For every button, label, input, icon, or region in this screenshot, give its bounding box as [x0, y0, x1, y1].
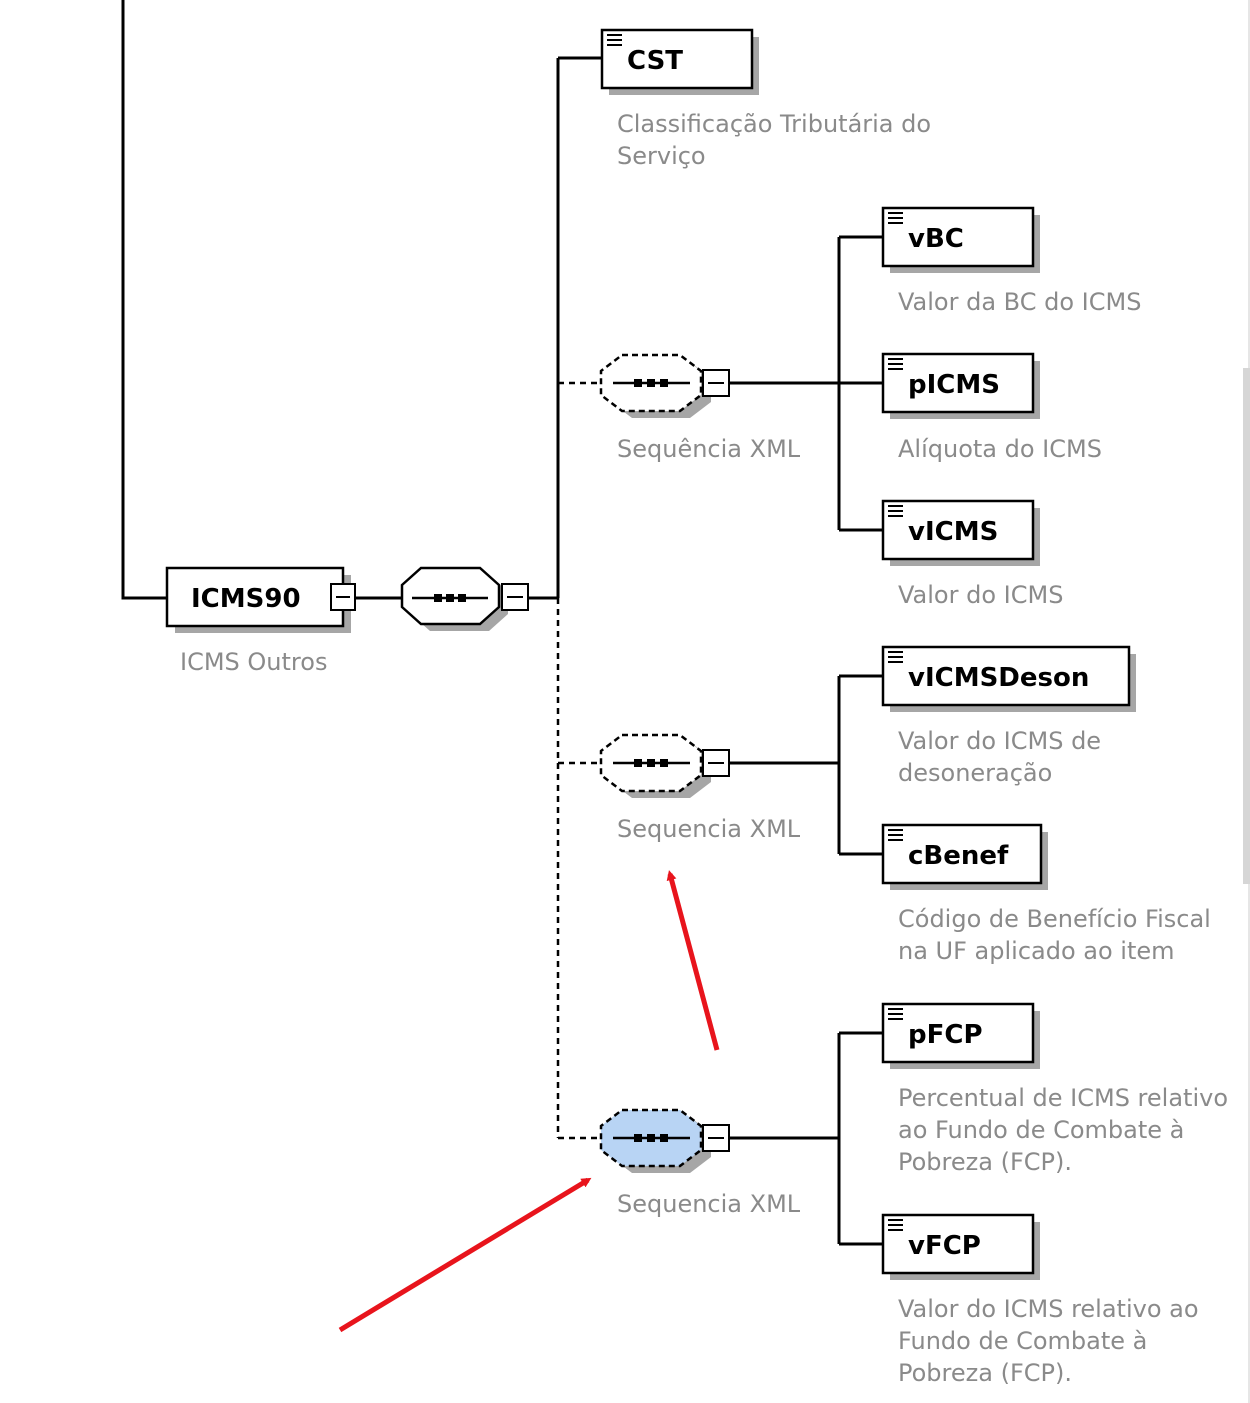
element-doc-icon [888, 829, 903, 841]
element-doc-icon [607, 34, 622, 46]
element-picms-desc: Alíquota do ICMS [898, 435, 1102, 463]
element-doc-icon [888, 212, 903, 224]
element-picms-label: pICMS [908, 370, 1000, 400]
sequence-compositor-3-selected[interactable] [599, 1108, 711, 1173]
element-vicms[interactable]: vICMS [881, 499, 1040, 566]
collapse-toggle-sequence-3[interactable] [702, 1124, 730, 1152]
sequence-3-label: Sequencia XML [617, 1190, 801, 1218]
element-vicmsdeson-label: vICMSDeson [908, 663, 1089, 693]
element-doc-icon [888, 651, 903, 663]
collapse-toggle-sequence-1[interactable] [702, 369, 730, 397]
element-cbenef[interactable]: cBenef [881, 823, 1048, 890]
element-doc-icon [888, 1008, 903, 1020]
element-vicmsdeson[interactable]: vICMSDeson [881, 645, 1136, 712]
collapse-toggle-icms90[interactable] [330, 583, 356, 611]
element-vfcp-desc-1: Valor do ICMS relativo ao [898, 1295, 1199, 1323]
element-pfcp-desc-1: Percentual de ICMS relativo [898, 1084, 1228, 1112]
element-icms90-label: ICMS90 [191, 584, 301, 614]
element-cst-label: CST [627, 46, 683, 76]
element-vicms-desc: Valor do ICMS [898, 581, 1063, 609]
element-cbenef-label: cBenef [908, 841, 1009, 871]
element-cbenef-desc-1: Código de Benefício Fiscal [898, 905, 1211, 933]
element-vbc[interactable]: vBC [881, 206, 1040, 273]
element-vfcp[interactable]: vFCP [881, 1213, 1040, 1280]
element-vicms-label: vICMS [908, 517, 998, 547]
element-vfcp-desc-3: Pobreza (FCP). [898, 1359, 1072, 1387]
element-picms[interactable]: pICMS [881, 352, 1040, 419]
element-vbc-desc: Valor da BC do ICMS [898, 288, 1141, 316]
element-vicmsdeson-desc-1: Valor do ICMS de [898, 727, 1101, 755]
element-pfcp-desc-2: ao Fundo de Combate à [898, 1116, 1184, 1144]
element-doc-icon [888, 505, 903, 517]
element-pfcp-label: pFCP [908, 1020, 983, 1050]
vertical-scrollbar[interactable] [1243, 368, 1250, 884]
element-vfcp-label: vFCP [908, 1231, 981, 1261]
element-cst[interactable]: CST [600, 28, 759, 95]
element-cbenef-desc-2: na UF aplicado ao item [898, 937, 1175, 965]
sequence-compositor-1[interactable] [599, 353, 711, 418]
collapse-toggle-root-sequence[interactable] [501, 583, 529, 611]
collapse-toggle-sequence-2[interactable] [702, 749, 730, 777]
element-cst-desc-1: Classificação Tributária do [617, 110, 931, 138]
parent-connector [121, 0, 167, 600]
annotation-arrow-upper [666, 870, 720, 1051]
element-icms90-desc: ICMS Outros [180, 648, 327, 676]
element-vbc-label: vBC [908, 224, 964, 254]
annotation-arrow-lower [338, 1177, 592, 1333]
element-doc-icon [888, 358, 903, 370]
sequence-2-label: Sequencia XML [617, 815, 801, 843]
sequence-compositor-root[interactable] [400, 566, 508, 631]
element-cst-desc-2: Serviço [617, 142, 706, 170]
element-vicmsdeson-desc-2: desoneração [898, 759, 1052, 787]
sequence-compositor-2[interactable] [599, 733, 711, 798]
element-icms90[interactable]: ICMS90 [165, 566, 351, 633]
sequence-1-label: Sequência XML [617, 435, 801, 463]
element-vfcp-desc-2: Fundo de Combate à [898, 1327, 1147, 1355]
element-doc-icon [888, 1219, 903, 1231]
element-pfcp-desc-3: Pobreza (FCP). [898, 1148, 1072, 1176]
element-pfcp[interactable]: pFCP [881, 1002, 1040, 1069]
